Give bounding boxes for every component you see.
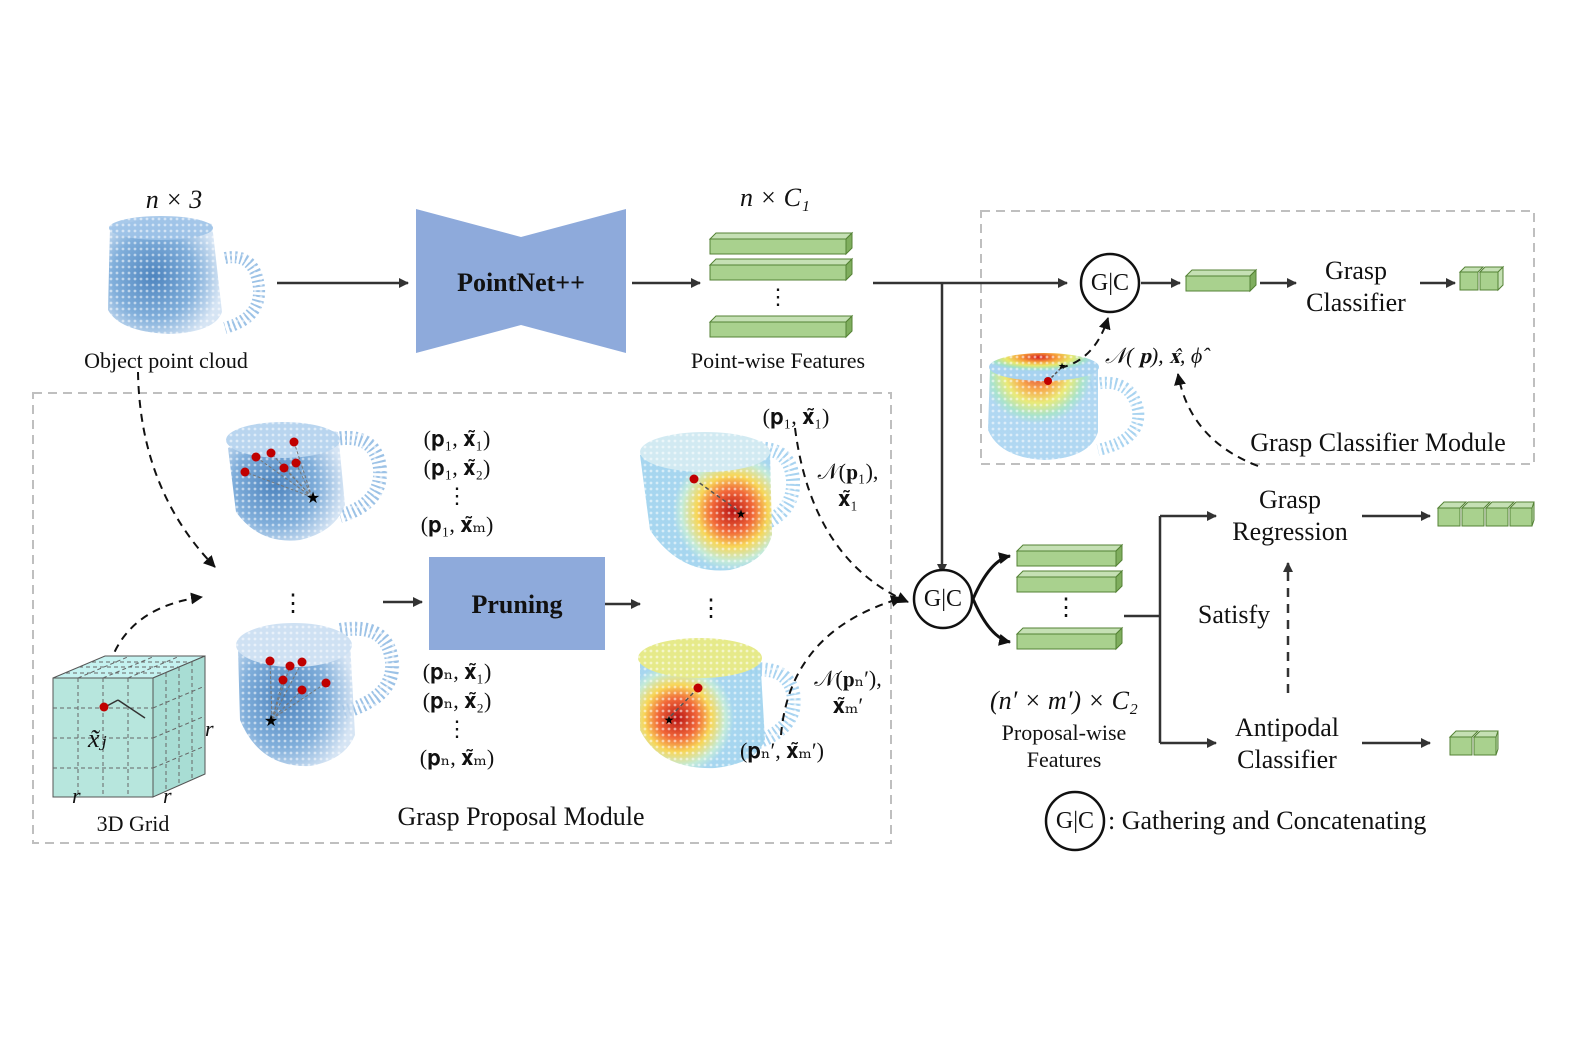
svg-text:★: ★ <box>306 490 320 507</box>
grasp-proposal-module-box <box>32 392 892 844</box>
grasp-classifier-module-label: Grasp Classifier Module <box>1250 428 1506 457</box>
svg-text:★: ★ <box>736 507 747 521</box>
pointnet-label: PointNet++ <box>457 268 585 297</box>
grid-r-depth: r <box>163 783 172 808</box>
neighborhood-p1-label: 𝒩(𝐩₁), 𝐱̃₁ <box>818 459 879 513</box>
grasp-classifier-module-box <box>980 210 1535 465</box>
neighborhood-pn-line2: 𝐱̃ₘ′ <box>832 692 864 718</box>
neighborhood-pn-label: 𝒩(𝐩ₙ′), 𝐱̃ₘ′ <box>814 666 881 720</box>
pointwise-features-vdots: ⋮ <box>767 284 789 309</box>
neighborhood-p1-line2: 𝐱̃₁ <box>838 485 858 511</box>
sampled-mug-bottom: ★ <box>232 615 402 770</box>
satisfy-label: Satisfy <box>1197 600 1271 629</box>
pair-item: (𝐩₁, 𝐱̃ₘ) <box>420 511 494 537</box>
feature-dimension-label: n × C₁ <box>740 183 810 212</box>
antipodal-classifier-label: Antipodal Classifier <box>1235 712 1339 775</box>
antipodal-output-cubes <box>1448 730 1499 756</box>
arrow-gc-branch-down <box>971 598 1011 646</box>
feature-bar <box>1015 543 1124 568</box>
grasp-classifier-line2: Classifier <box>1306 287 1406 317</box>
proposal-features-line1: Proposal-wise <box>1001 720 1127 745</box>
pruning-label: Pruning <box>471 590 563 619</box>
dashed-arrow-regression-to-classifier <box>1174 373 1259 467</box>
gc-circle-legend <box>1044 790 1106 852</box>
pruned-top-pair: (𝐩₁, 𝐱̃₁) <box>762 404 830 429</box>
grid-label: 3D Grid <box>96 811 170 836</box>
neighborhood-top-label: 𝒩( 𝐩), 𝐱̂, ϕ̂ <box>1105 343 1203 368</box>
pointwise-feature-bars <box>708 231 854 339</box>
grasp-classifier-label: Grasp Classifier <box>1306 255 1406 318</box>
gc-main-label: G|C <box>923 586 963 612</box>
gc-top-label: G|C <box>1090 270 1130 296</box>
pruned-bottom-pair: (𝐩ₙ′, 𝐱̃ₘ′) <box>739 738 825 763</box>
gc-legend-symbol: G|C <box>1055 808 1095 834</box>
proposal-features-line2: Features <box>1026 746 1102 772</box>
gc-circle-main <box>912 568 974 630</box>
proposal-features-vdots: ⋮ <box>1054 595 1078 621</box>
pair-item: ⋮ <box>446 483 468 509</box>
grid-r-front: r <box>72 783 81 808</box>
pairs-bottom-list: (𝐩ₙ, 𝐱̃₁) (𝐩ₙ, 𝐱̃₂) ⋮ (𝐩ₙ, 𝐱̃ₘ) <box>420 658 494 772</box>
feature-bar <box>708 231 854 256</box>
grid-point-label: x̃ⱼ <box>88 724 107 753</box>
grasp-regression-label: Grasp Regression <box>1232 484 1348 547</box>
grasp-classifier-line1: Grasp <box>1324 256 1388 285</box>
dashed-arrow-mug-to-gc <box>1059 317 1111 369</box>
input-dimension-label: n × 3 <box>145 185 203 214</box>
svg-text:★: ★ <box>664 713 675 727</box>
antipodal-classifier-line1: Antipodal <box>1235 713 1339 742</box>
pruning-box <box>429 557 605 650</box>
arrow-gc-branch-up <box>971 552 1011 600</box>
svg-text:★: ★ <box>264 713 278 730</box>
pair-item: (𝐩₁, 𝐱̃₂) <box>423 454 491 480</box>
dashed-arrow-top-proposal-to-gc <box>794 427 909 604</box>
svg-text:★: ★ <box>1058 361 1066 371</box>
pair-item: ⋮ <box>446 716 468 742</box>
dashed-arrow-bottom-proposal-to-gc <box>780 595 903 736</box>
sampled-mug-top: ★ <box>222 418 392 548</box>
object-point-cloud-label: Object point cloud <box>84 348 248 373</box>
feature-bar <box>708 257 854 282</box>
proposal-feature-bars <box>1015 543 1124 651</box>
grid-r-side: r <box>205 716 214 741</box>
feature-bar <box>1015 626 1124 651</box>
pair-item: (𝐩ₙ, 𝐱̃₂) <box>422 687 492 713</box>
grasp-regression-line2: Regression <box>1232 516 1348 546</box>
heatmap-mug-bottom: ★ <box>636 635 804 775</box>
classifier-feature-bar <box>1184 268 1258 293</box>
classifier-output-cubes <box>1458 265 1505 292</box>
feature-bar <box>708 314 854 339</box>
grasp-regression-line1: Grasp <box>1258 485 1322 514</box>
antipodal-classifier-line2: Classifier <box>1237 744 1337 774</box>
samples-vdots: ⋮ <box>281 591 305 617</box>
grasp-proposal-module-label: Grasp Proposal Module <box>397 802 645 831</box>
proposal-dimension-label: (n′ × m′) × C₂ <box>990 686 1138 715</box>
pair-item: (𝐩ₙ, 𝐱̃₁) <box>422 659 492 684</box>
grid-cube <box>52 655 206 798</box>
gc-circle-top <box>1079 252 1141 314</box>
pairs-top-list: (𝐩₁, 𝐱̃₁) (𝐩₁, 𝐱̃₂) ⋮ (𝐩₁, 𝐱̃ₘ) <box>421 425 494 539</box>
heatmap-mug-top: ★ <box>636 425 804 580</box>
feature-bar <box>1015 569 1124 594</box>
regression-output-cubes <box>1436 501 1535 527</box>
gc-legend-text: : Gathering and Concatenating <box>1108 806 1427 835</box>
pair-item: (𝐩ₙ, 𝐱̃ₘ) <box>419 744 495 770</box>
pointwise-features-label: Point-wise Features <box>690 348 866 373</box>
neighborhood-pn-line1: 𝒩(𝐩ₙ′), <box>814 666 882 691</box>
proposal-features-label: Proposal-wise Features <box>1002 720 1127 774</box>
heatmaps-vdots: ⋮ <box>699 596 723 622</box>
classifier-heatmap-mug: ★ <box>985 348 1145 463</box>
dashed-arrow-cloud-to-samples <box>137 371 216 568</box>
object-point-cloud-image <box>105 215 266 340</box>
pair-item: (𝐩₁, 𝐱̃₁) <box>423 426 491 451</box>
pointnet-network-shape <box>416 209 626 353</box>
neighborhood-p1-line1: 𝒩(𝐩₁), <box>817 459 879 484</box>
